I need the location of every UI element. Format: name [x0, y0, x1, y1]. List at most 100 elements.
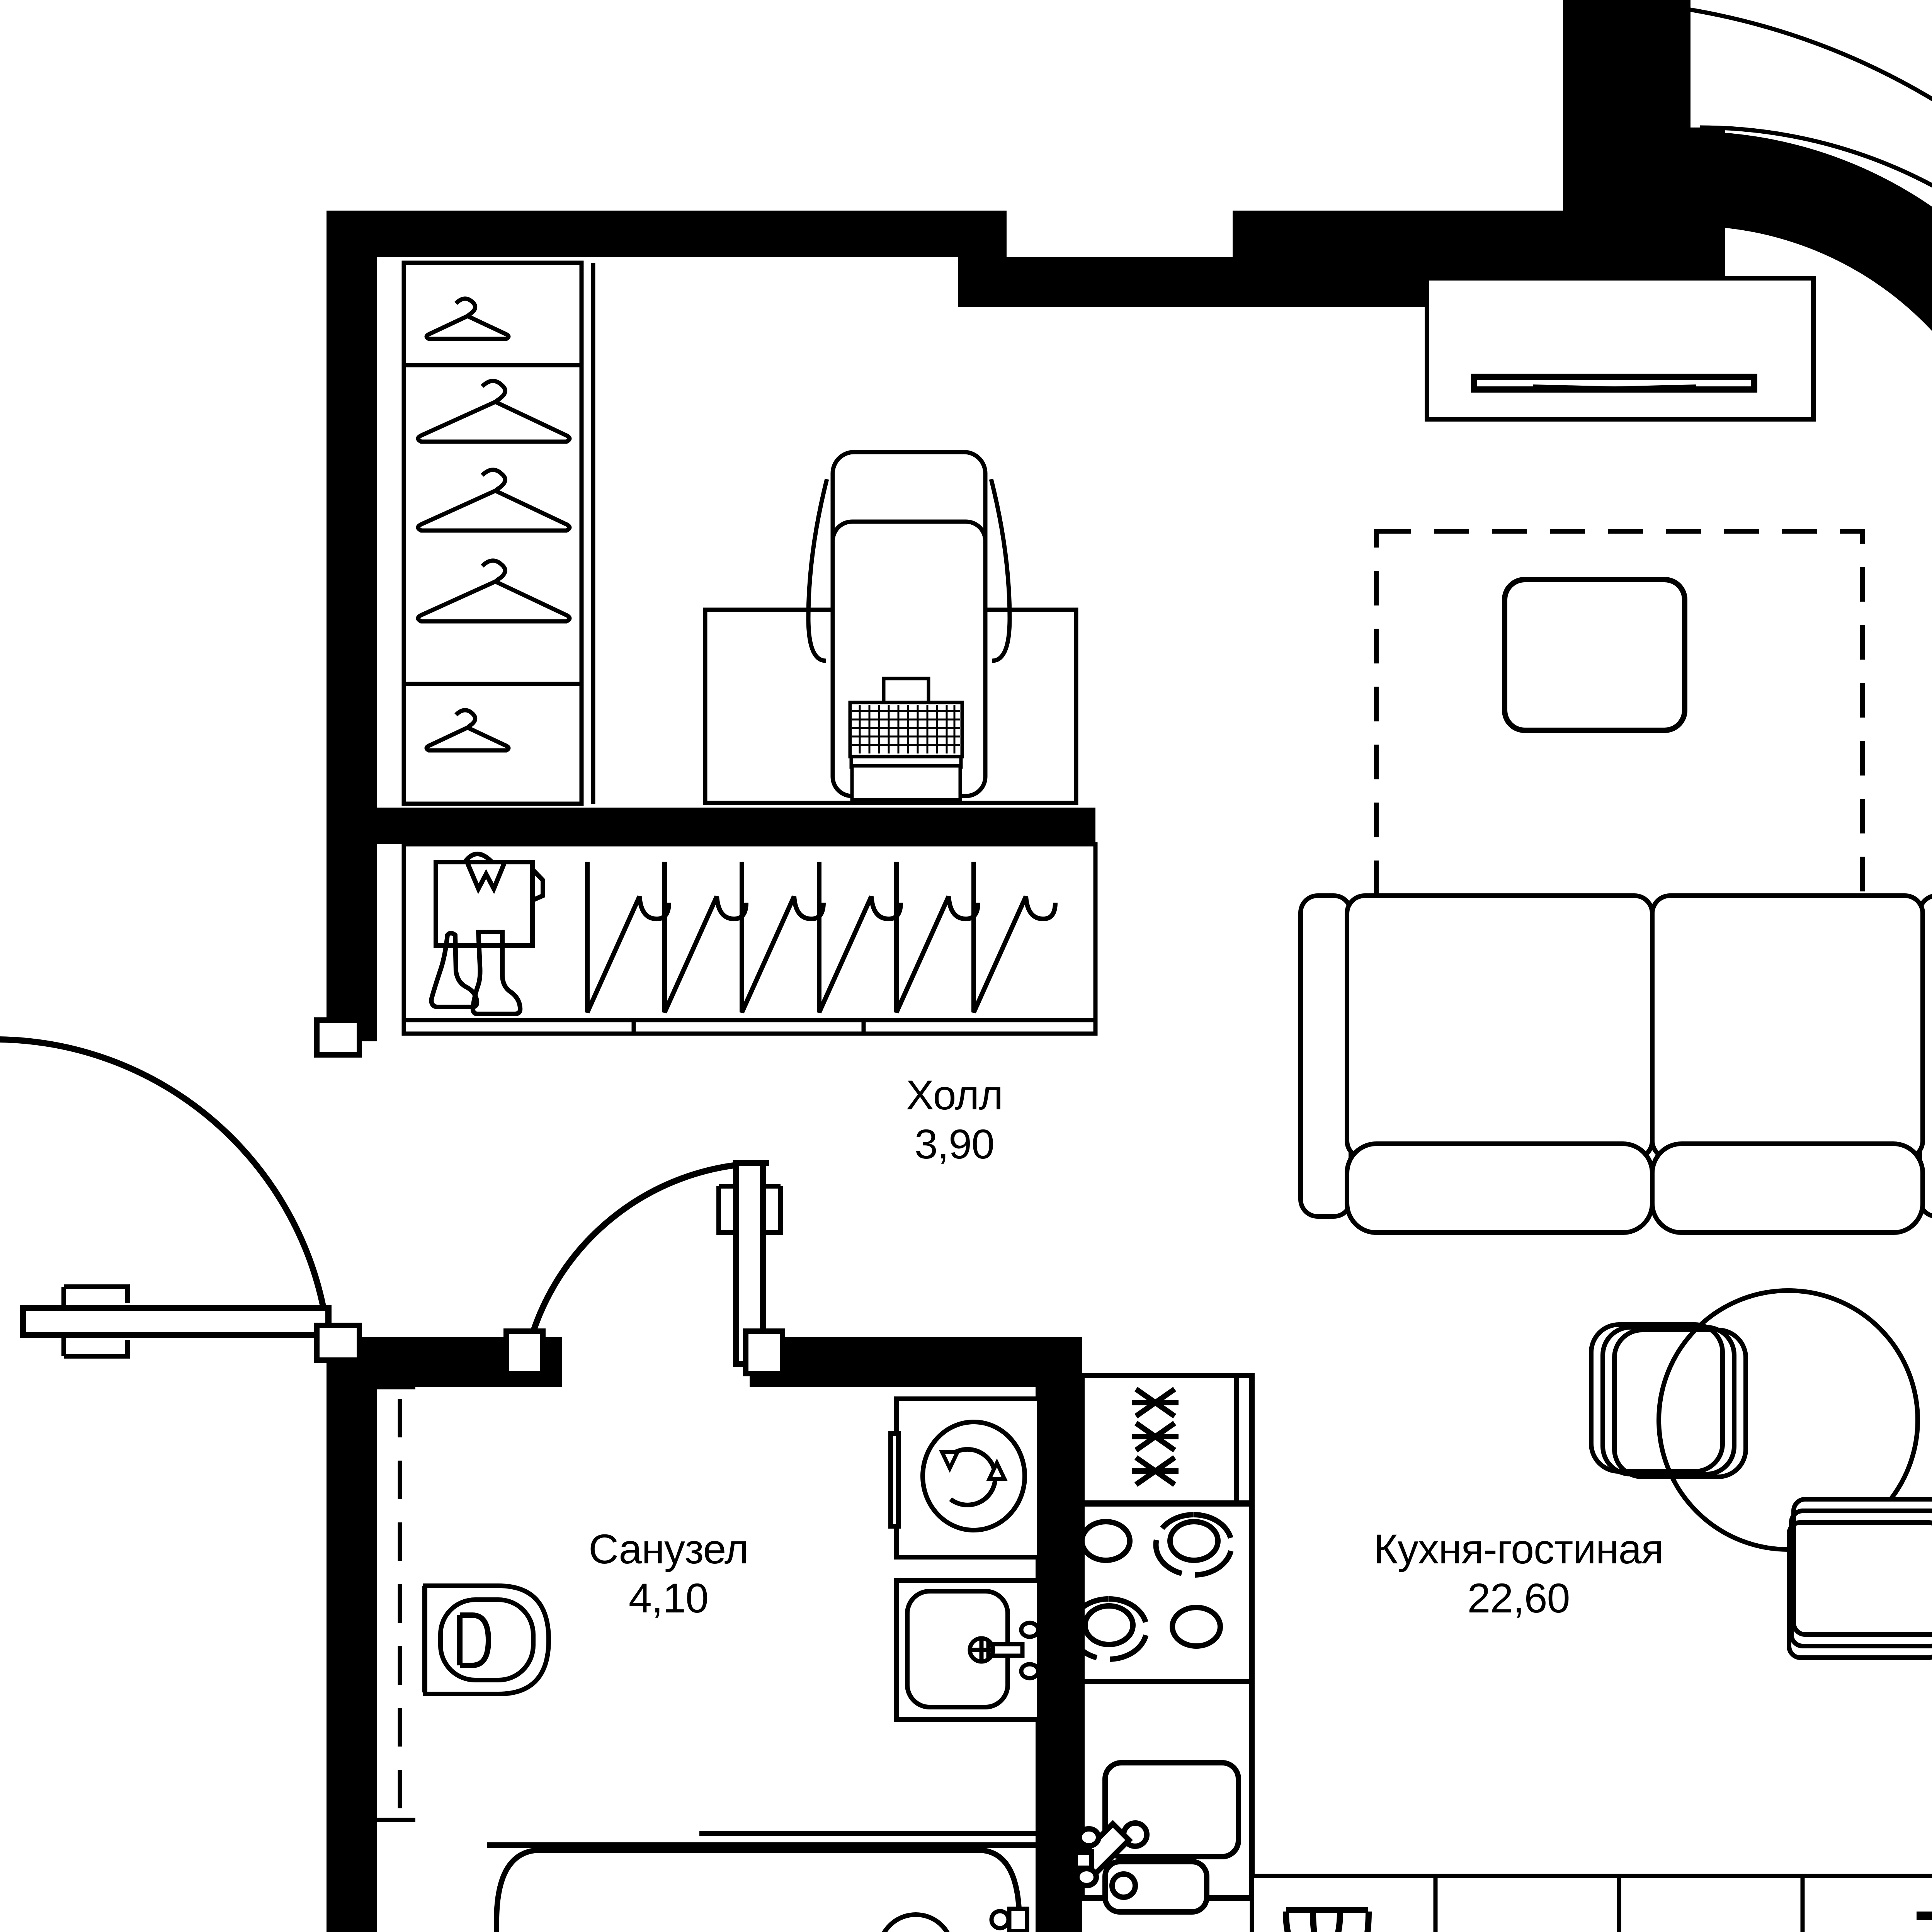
sofa-back-cushion-right — [1650, 893, 1925, 1161]
vent-asterisk-icon — [1132, 1387, 1179, 1418]
room-name-bathroom: Санузел — [588, 1526, 749, 1572]
vent-asterisk-icon — [1132, 1455, 1179, 1487]
sink-faucet-icon — [1073, 1820, 1133, 1888]
hatch-top — [1569, 116, 1685, 150]
hood-vent-icons — [1132, 1387, 1179, 1487]
two-seat-sofa[interactable] — [1298, 893, 1932, 1235]
entrance-door-hinge-top — [314, 1017, 362, 1058]
dining-chair[interactable] — [1589, 1322, 1725, 1474]
coat-hook-icon[interactable] — [740, 862, 826, 1014]
oven-heat-icon — [1917, 1912, 1932, 1920]
bathroom-door[interactable] — [503, 1160, 785, 1376]
bathroom-door-swing-arc — [522, 1160, 769, 1361]
entrance-door-handle-lower[interactable] — [61, 1335, 130, 1359]
tv-stand[interactable] — [1425, 276, 1816, 422]
sofa-seat-cushion-left — [1345, 1141, 1655, 1235]
hanger-icon — [424, 708, 511, 753]
room-area-kitchen: 22,60 — [1467, 1575, 1570, 1622]
hanger-icon — [416, 558, 572, 624]
burner-ring-icon — [1153, 1512, 1235, 1578]
toilet-flush-icon — [457, 1612, 492, 1668]
workstation-group[interactable] — [703, 450, 1078, 805]
bathroom-riser-shaft — [377, 1385, 415, 1822]
wardrobe-outline[interactable] — [401, 260, 584, 806]
entrance-door-hinge-bottom — [314, 1323, 362, 1363]
coffee-table[interactable] — [1502, 577, 1687, 733]
dishwasher[interactable] — [1250, 1874, 1438, 1932]
curved-wall-band — [1690, 131, 1932, 331]
wardrobe-unit[interactable] — [401, 260, 595, 806]
wall-wardrobe-divider — [377, 808, 1095, 844]
coat-hook-icon[interactable] — [817, 862, 903, 1014]
base-cabinet[interactable] — [1433, 1874, 1621, 1932]
bathroom-door-hinge-right — [743, 1328, 785, 1376]
oven[interactable] — [1800, 1874, 1932, 1932]
kitchen-base-cabinets[interactable] — [1250, 1874, 1932, 1932]
boots-icon — [429, 930, 523, 1016]
walls-group — [327, 0, 1725, 1932]
curved-exterior-wall — [1574, 0, 1932, 331]
coat-rail-outline[interactable] — [401, 842, 1098, 1036]
sink-drain-small — [1109, 1871, 1138, 1900]
dining-set[interactable] — [1589, 1288, 1932, 1660]
sink-basin-large — [1102, 1760, 1241, 1859]
burner-icon — [1079, 1519, 1133, 1563]
area-rug — [1374, 529, 1865, 954]
bathroom-door-handle-left[interactable] — [716, 1184, 736, 1235]
hanger-icon — [416, 379, 572, 444]
coat-hook-icon[interactable] — [585, 862, 671, 1014]
entrance-door-handle-upper[interactable] — [61, 1284, 130, 1308]
bathtub[interactable] — [469, 1831, 1036, 1932]
room-label-kitchen: Кухня-гостиная 22,60 — [1314, 1524, 1723, 1623]
bathroom-sink[interactable] — [894, 1578, 1042, 1722]
room-name-kitchen: Кухня-гостиная — [1373, 1526, 1664, 1572]
dining-chair-outline-c — [1787, 1520, 1932, 1660]
washing-machine[interactable] — [888, 1396, 1042, 1560]
kitchen-sink[interactable] — [1073, 1679, 1255, 1915]
keyboard-keys — [852, 705, 960, 753]
wall-top-left — [327, 211, 1007, 257]
burner-ring-icon — [1068, 1596, 1150, 1662]
bathroom-door-hinge-left — [503, 1328, 546, 1376]
sofa-back-cushion-left — [1345, 893, 1655, 1161]
bathroom-door-handle-right[interactable] — [763, 1184, 783, 1235]
curved-wall-inner-edge — [1692, 213, 1932, 316]
wall-hall-base-mid — [750, 1337, 1082, 1387]
sink-basin-small — [1102, 1859, 1209, 1915]
coat-hook-icon[interactable] — [971, 862, 1058, 1014]
burner-icon — [1170, 1605, 1223, 1649]
washer-arrow-up — [986, 1458, 1008, 1481]
washer-drum — [920, 1420, 1027, 1532]
shirt-icon — [434, 852, 545, 948]
balcony-inner-arc — [1700, 125, 1932, 188]
coat-rail-unit[interactable] — [401, 842, 1098, 1036]
dishes-icon — [1283, 1907, 1372, 1932]
entrance-door-leaf[interactable] — [20, 1305, 332, 1338]
wall-left-lower — [327, 1337, 377, 1932]
toilet[interactable] — [422, 1583, 551, 1696]
hanger-icon — [416, 468, 572, 533]
tv-unit[interactable] — [1425, 276, 1816, 422]
coat-hook-icon[interactable] — [894, 862, 980, 1014]
washer-door-edge — [888, 1431, 901, 1529]
room-name-hall: Холл — [906, 1071, 1003, 1118]
coat-hook-icon[interactable] — [662, 862, 748, 1014]
base-cabinet[interactable] — [1617, 1874, 1805, 1932]
entrance-door[interactable] — [0, 1017, 362, 1363]
burner-icon — [1082, 1603, 1136, 1647]
bathtub-inner-shape — [494, 1847, 1022, 1932]
dining-chair-outline-c — [1612, 1328, 1748, 1479]
room-area-bathroom: 4,10 — [628, 1575, 709, 1622]
sink-faucet-icon — [968, 1621, 1041, 1680]
wall-left-upper — [327, 211, 377, 1041]
sofa-arm-left — [1298, 893, 1353, 1219]
room-label-hall: Холл 3,90 — [854, 1070, 1055, 1169]
room-label-bathroom: Санузел 4,10 — [568, 1524, 769, 1623]
balcony-outer-arc — [1574, 0, 1932, 102]
burner-icon — [1167, 1519, 1221, 1563]
wall-top-mid — [958, 257, 1236, 307]
kitchen-range-group[interactable] — [1068, 1373, 1255, 1684]
dining-chair[interactable] — [1791, 1497, 1932, 1637]
